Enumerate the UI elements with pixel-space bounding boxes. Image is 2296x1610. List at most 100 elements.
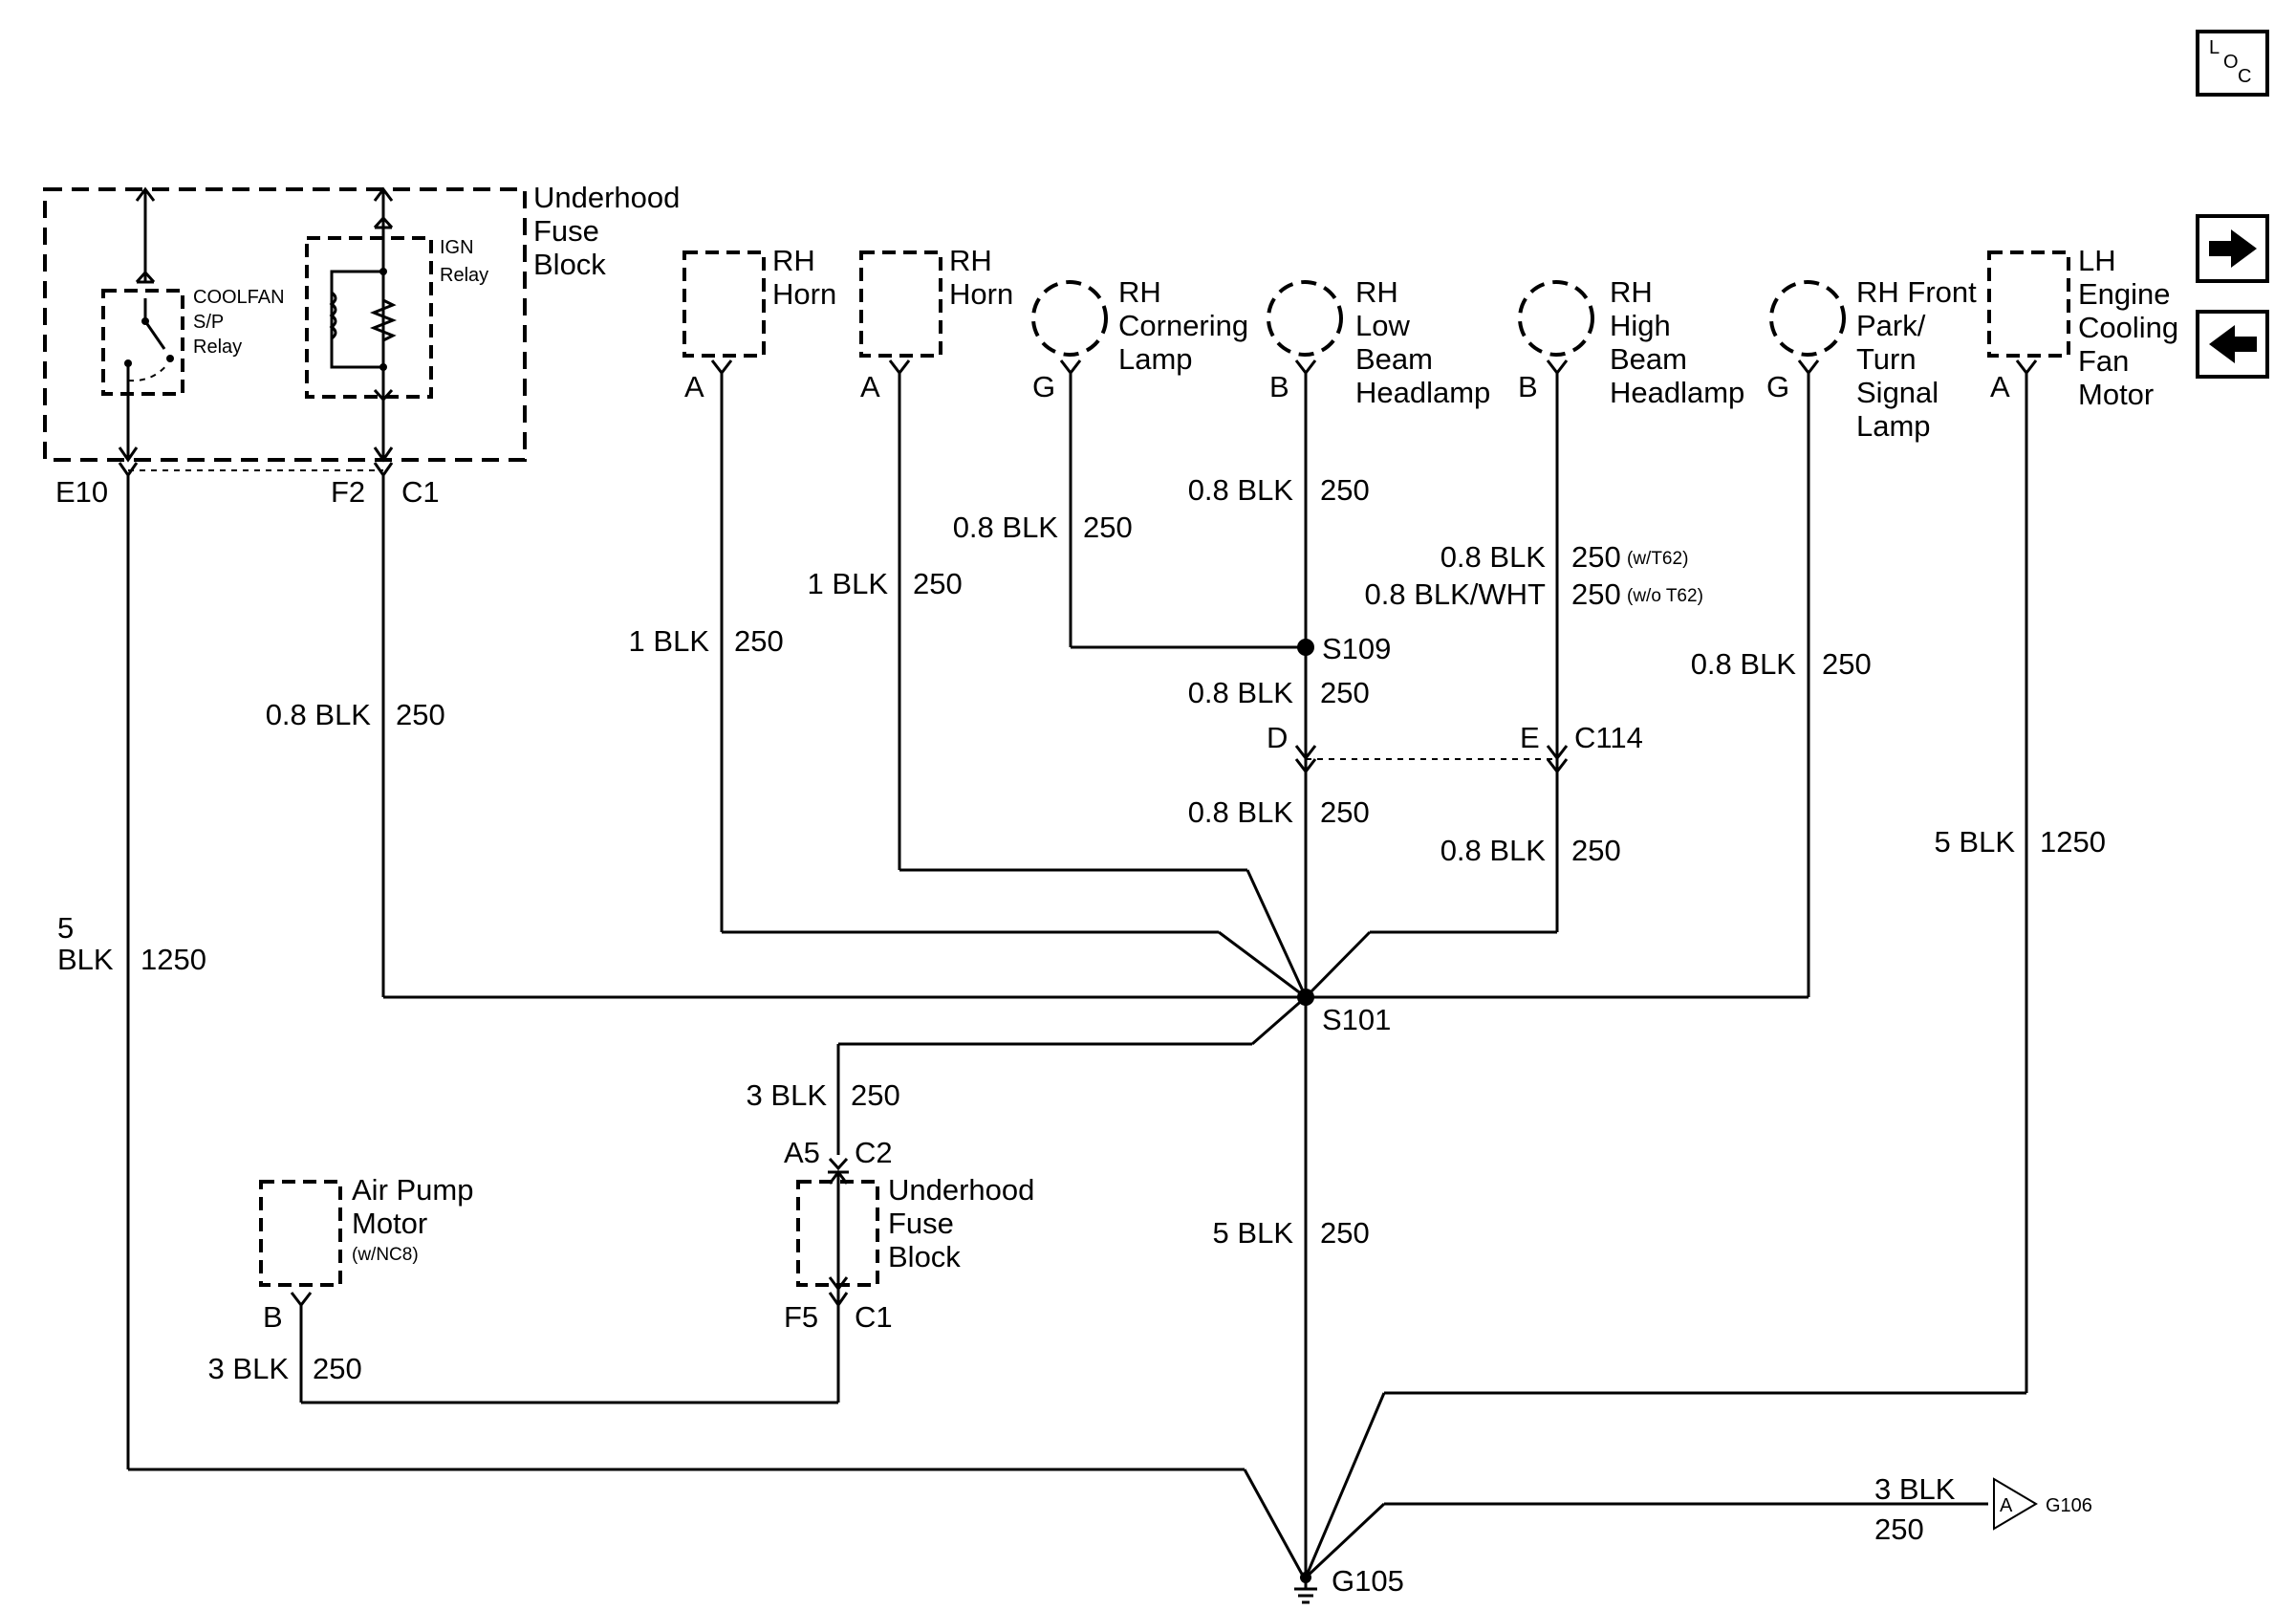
rh-low-beam-headlamp: RH Low Beam Headlamp B [1267,275,1490,409]
pin-c2: C2 [855,1136,893,1169]
e10-wire-size-a: 5 [57,911,74,945]
c2-wire-size: 3 BLK [747,1078,828,1112]
rh-high-beam-headlamp: RH High Beam Headlamp B [1518,275,1744,409]
f2-wire-circuit: 250 [396,698,445,731]
uhfb-bottom-label-3: Block [888,1240,961,1273]
rh-horn-1-pin: A [684,370,704,403]
left-arrow-icon [2209,325,2257,363]
loc-char-l: L [2209,37,2220,58]
uhfb-top-label-1: Underhood [533,181,680,214]
high-wire-size-2: 0.8 BLK/WHT [1365,577,1547,611]
corner-wire-size: 0.8 BLK [953,511,1059,544]
wire-labels: 0.8 BLK 250 0.8 BLK 250 0.8 BLK 250 (w/T… [57,473,2106,1546]
s109-wire-size: 0.8 BLK [1188,676,1294,709]
air-label-1: Air Pump [352,1173,473,1207]
underhood-fuse-block-top: Underhood Fuse Block COOLFAN S/P Relay [43,181,680,463]
next-page-button[interactable] [2196,214,2269,283]
low-label-1: RH [1355,275,1398,309]
previous-page-button[interactable] [2196,310,2269,379]
g106-label: G106 [2046,1495,2092,1516]
wire-network [126,373,2028,1579]
park-wire-circuit: 250 [1822,647,1872,681]
uhfb-top-label-3: Block [533,248,606,281]
e-wire-circuit: 250 [1571,834,1621,867]
splice-s101: S101 [1297,989,1391,1036]
rh-horn-2-label-2: Horn [949,277,1013,311]
e-wire-size: 0.8 BLK [1440,834,1547,867]
high-label-1: RH [1610,275,1653,309]
ign-label-2: Relay [440,265,488,286]
park-label-2: Park/ [1856,309,1926,342]
coolfan-label-2: S/P [193,312,224,333]
lh-engine-cooling-fan-motor: LH Engine Cooling Fan Motor A [1987,244,2178,411]
fan-wire-circuit: 1250 [2040,825,2106,859]
fan-pin: A [1990,370,2010,403]
uhfb-bottom-label-2: Fuse [888,1207,954,1240]
ign-label-1: IGN [440,237,474,258]
uhfb-bottom-label-1: Underhood [888,1173,1034,1207]
high-wire-note-1: (w/T62) [1627,549,1688,569]
rh-front-park-turn-signal-lamp: RH Front Park/ Turn Signal Lamp G [1766,275,1977,443]
corner-label-3: Lamp [1118,342,1193,376]
low-pin: B [1269,370,1289,403]
pin-a5: A5 [784,1136,820,1169]
connector-c114: D E C114 [1267,721,1643,774]
high-pin: B [1518,370,1538,403]
g106-wire-size: 3 BLK [1874,1472,1956,1506]
main-wire-size: 5 BLK [1213,1216,1294,1250]
rh-horn-1-label-1: RH [772,244,815,277]
pin-c1-bottom: C1 [855,1300,893,1334]
c114-label: C114 [1574,721,1643,754]
rh-horn-2: RH Horn A [859,244,1013,403]
high-label-3: Beam [1610,342,1687,376]
rh-horn-2-label-1: RH [949,244,992,277]
coolfan-label-3: Relay [193,337,242,358]
corner-pin: G [1032,370,1055,403]
loc-button[interactable]: L O C [2196,30,2269,97]
horn1-wire-circuit: 250 [734,624,784,658]
corner-label-2: Cornering [1118,309,1248,342]
e10-wire-size-b: BLK [57,943,114,976]
ground-g106-reference[interactable]: A G106 [1993,1477,2092,1531]
park-label-4: Signal [1856,376,1939,409]
pin-f2: F2 [331,475,365,509]
g106-ref-letter: A [2000,1495,2013,1516]
park-label-1: RH Front [1856,275,1977,309]
high-wire-circuit-1: 250 [1571,540,1621,574]
s109-label: S109 [1322,632,1391,665]
park-label-3: Turn [1856,342,1917,376]
coolfan-label-1: COOLFAN [193,287,285,308]
air-pump-motor: Air Pump Motor (w/NC8) B [259,1173,473,1334]
pin-f5: F5 [784,1300,818,1334]
low-label-2: Low [1355,309,1410,342]
rh-horn-2-pin: A [860,370,880,403]
horn2-wire-size: 1 BLK [808,567,889,600]
c2-wire-circuit: 250 [851,1078,900,1112]
fan-label-3: Cooling [2078,311,2178,344]
fan-label-1: LH [2078,244,2116,277]
high-label-4: Headlamp [1610,376,1744,409]
ign-relay: IGN Relay [305,186,488,459]
corner-wire-circuit: 250 [1083,511,1133,544]
fan-wire-size: 5 BLK [1935,825,2016,859]
pin-c1-top: C1 [401,475,440,509]
air-label-3: (w/NC8) [352,1245,419,1265]
park-label-5: Lamp [1856,409,1931,443]
horn2-wire-circuit: 250 [913,567,963,600]
rh-horn-1: RH Horn A [682,244,836,403]
air-pin: B [263,1300,283,1334]
s101-label: S101 [1322,1003,1391,1036]
g105-label: G105 [1332,1564,1404,1598]
c114-pin-d: D [1267,721,1288,754]
fan-label-5: Motor [2078,378,2154,411]
low-label-3: Beam [1355,342,1433,376]
horn1-wire-size: 1 BLK [629,624,710,658]
low-wire-size: 0.8 BLK [1188,473,1294,507]
e10-wire-circuit: 1250 [141,943,206,976]
g106-wire-circuit: 250 [1874,1512,1924,1546]
d-wire-size: 0.8 BLK [1188,795,1294,829]
splice-s109: S109 [1297,632,1391,665]
pin-e10: E10 [55,475,108,509]
park-wire-size: 0.8 BLK [1691,647,1797,681]
